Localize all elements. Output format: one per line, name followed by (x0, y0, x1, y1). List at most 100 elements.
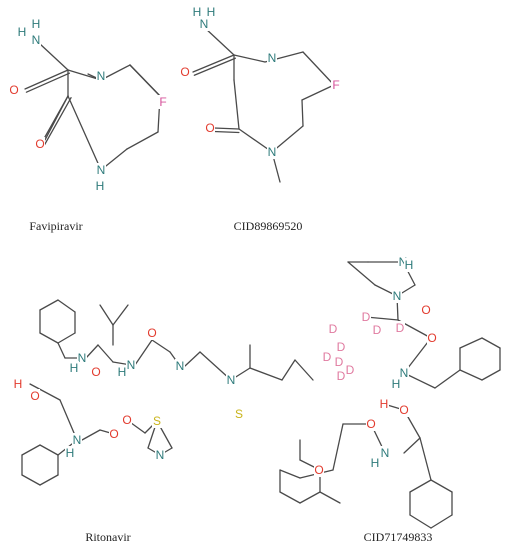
atom-o-carb1: O (122, 413, 131, 427)
bond (459, 369, 483, 381)
atom-label-backdrop (175, 359, 185, 373)
atom-n-urea1: N (127, 358, 136, 372)
bond (134, 339, 153, 366)
atom-label-backdrop (314, 463, 324, 477)
atom-label-backdrop (206, 5, 216, 19)
atom-label-backdrop (199, 17, 209, 31)
double-bond-line (193, 57, 236, 76)
bond (419, 437, 432, 481)
atom-label-backdrop (72, 433, 82, 447)
atom-label-backdrop (366, 417, 376, 431)
double-bond-line (43, 97, 72, 147)
bond (233, 54, 266, 63)
bond (40, 95, 69, 145)
atom-o-ether: O (314, 463, 323, 477)
atom-n-amide: N (400, 366, 409, 380)
bond (57, 299, 76, 313)
atom-n1: N (268, 145, 277, 159)
atom-o-oh: O (399, 403, 408, 417)
atom-label-backdrop (372, 323, 382, 337)
bond (184, 351, 201, 367)
bond (294, 359, 314, 381)
bond (67, 95, 102, 171)
atom-label-backdrop (17, 25, 27, 39)
bond (39, 474, 59, 486)
atom-d7: D (335, 355, 344, 369)
atom-label-backdrop (31, 33, 41, 47)
atom-d5: D (337, 340, 346, 354)
bond (67, 69, 102, 81)
bond (99, 304, 114, 326)
bond (21, 474, 41, 486)
atom-label-backdrop (404, 258, 414, 272)
atom-h-n1: H (96, 179, 105, 193)
bond (347, 261, 376, 286)
atom-label-backdrop (158, 95, 168, 109)
atom-o-pyr: O (421, 303, 430, 317)
atom-label-backdrop (35, 137, 45, 151)
atom-label-backdrop (334, 355, 344, 369)
bond (39, 43, 69, 71)
bond (299, 491, 321, 504)
atom-label-backdrop (117, 365, 127, 379)
atom-o-ring: O (205, 121, 214, 135)
bond (271, 125, 304, 153)
atom-h-amide: H (392, 377, 401, 391)
atom-n1: N (97, 163, 106, 177)
atom-label-backdrop (398, 255, 408, 269)
atom-label-backdrop (421, 303, 431, 317)
atom-label-backdrop (122, 413, 132, 427)
atom-n-thz1: N (227, 373, 236, 387)
atom-label-backdrop (427, 331, 437, 345)
atom-o-amide: O (9, 83, 18, 97)
atom-label-backdrop (267, 145, 277, 159)
caption-cid89869520: CID89869520 (234, 219, 303, 233)
atom-label-backdrop (361, 310, 371, 324)
bond (434, 369, 461, 389)
bond (192, 54, 235, 73)
atom-h-oh: H (14, 377, 23, 391)
atom-n-carb: N (73, 433, 82, 447)
bond (302, 51, 335, 86)
bond (481, 369, 501, 381)
bond (204, 27, 235, 56)
atom-d3: D (396, 321, 405, 335)
atom-o-oh: O (30, 389, 39, 403)
bond (39, 332, 59, 344)
atom-d9: D (346, 363, 355, 377)
atom-label-backdrop (399, 403, 409, 417)
bond (21, 444, 41, 456)
bond (97, 344, 114, 363)
atom-n4: N (97, 69, 106, 83)
atom-label-backdrop (95, 179, 105, 193)
atom-label-backdrop (331, 78, 341, 92)
atom-h-b1: H (193, 5, 202, 19)
atom-f: F (159, 95, 166, 109)
bond (213, 127, 240, 130)
atom-label-backdrop (31, 17, 41, 31)
atom-label-backdrop (96, 69, 106, 83)
bond (481, 337, 501, 349)
atom-h-a2: H (32, 17, 41, 31)
bond (233, 79, 240, 130)
atom-h-urea1: H (118, 365, 127, 379)
bond (409, 514, 432, 529)
atom-n-pyr1: N (399, 255, 408, 269)
atom-n-thz2: N (156, 448, 165, 462)
atom-o-amide: O (180, 65, 189, 79)
atom-label-backdrop (77, 351, 87, 365)
atom-o-ring: O (35, 137, 44, 151)
atom-label-backdrop (336, 340, 346, 354)
atom-label-backdrop (192, 5, 202, 19)
atom-d6: D (323, 350, 332, 364)
atom-label-backdrop (152, 414, 162, 428)
atom-label-backdrop (126, 358, 136, 372)
bond (403, 437, 421, 454)
bond (332, 423, 344, 471)
atom-h-val: H (70, 361, 79, 375)
atom-o-val: O (91, 365, 100, 379)
